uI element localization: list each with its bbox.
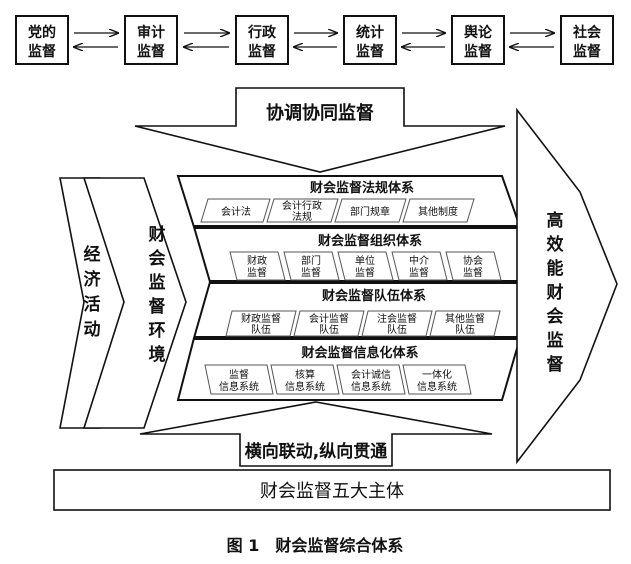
org-item-2-line2: 监督 [301,266,321,279]
org-item-1-line1: 财政 [247,254,267,267]
systems-chevron-block: 财会监督法规体系 财会监督组织体系 财会监督队伍体系 财会监督信息化体系 [176,175,540,401]
law-item-1: 会计法 [221,205,251,218]
org-item-4-line2: 监督 [409,266,429,279]
environment-char-3: 监 [149,272,166,293]
system-3-items [225,310,501,337]
law-item-3: 部门规章 [350,205,390,218]
law-item-4: 其他制度 [418,205,458,218]
team-item-1-line2: 队伍 [251,323,271,336]
system-1-items [200,198,475,223]
high-efficiency-supervision-arrow: 高 效 能 财 会 监 督 [516,107,618,465]
coordination-arrow-label: 协调协同监督 [266,102,374,124]
system-1-title: 财会监督法规体系 [310,180,414,196]
team-item-4-line1: 其他监督 [445,312,485,325]
supervision-box-social-line1: 社会 [572,24,602,41]
figure-caption: 图 1 财会监督综合体系 [227,536,404,555]
result-char-7: 督 [547,354,564,375]
supervision-box-audit: 审计 监督 [124,15,178,65]
org-item-5-line1: 协会 [463,254,483,267]
team-item-1-line1: 财政监督 [241,312,281,325]
environment-char-2: 会 [149,248,166,269]
environment-char-4: 督 [149,296,166,317]
info-item-1-line1: 监督 [229,368,249,381]
org-item-2-line1: 部门 [301,254,321,267]
economic-char-1: 经 [84,244,101,265]
team-item-2-line1: 会计监督 [309,312,349,325]
top-row-double-arrows [74,33,554,47]
result-char-1: 高 [547,210,564,231]
supervision-box-audit-line1: 审计 [137,24,165,41]
team-item-3-line1: 注会监督 [377,312,417,325]
five-subjects-label: 财会监督五大主体 [260,481,404,502]
system-4-items [204,364,472,395]
environment-char-1: 财 [148,224,166,245]
supervision-box-audit-line2: 监督 [137,43,165,60]
supervision-bodies-row: 党的 监督 审计 监督 行政 监督 统计 监督 舆论 监督 社会 监督 [15,15,614,65]
five-subjects-box: 财会监督五大主体 [53,469,611,511]
supervision-box-party: 党的 监督 [15,15,69,65]
info-item-4-line1: 一体化 [422,368,452,381]
result-char-4: 财 [546,282,564,303]
system-3-title: 财会监督队伍体系 [322,288,426,304]
supervision-box-administrative-line2: 监督 [248,43,276,60]
result-char-5: 会 [547,306,564,327]
supervision-box-social-line2: 监督 [573,43,601,60]
info-item-4-line2: 信息系统 [417,380,457,393]
law-item-2-line2: 法规 [292,210,312,223]
supervision-box-public-opinion-line1: 舆论 [464,24,493,41]
economic-char-3: 活 [84,294,101,315]
org-item-3-line2: 监督 [355,266,375,279]
economic-char-4: 动 [84,320,101,340]
supervision-box-public-opinion-line2: 监督 [464,43,492,60]
org-item-1-line2: 监督 [247,266,267,279]
result-char-2: 效 [547,234,564,255]
team-item-3-line2: 队伍 [387,323,407,336]
supervision-box-party-line1: 党的 [28,24,56,41]
system-2-title: 财会监督组织体系 [318,233,422,249]
system-2-items [229,251,502,281]
supervision-environment-arrow: 财 会 监 督 环 境 [82,177,187,429]
supervision-box-statistics-line1: 统计 [356,24,384,41]
supervision-box-administrative: 行政 监督 [235,15,289,65]
supervision-box-social: 社会 监督 [560,15,614,65]
org-item-3-line1: 单位 [355,254,375,267]
team-item-4-line2: 队伍 [455,323,475,336]
system-4-title: 财会监督信息化体系 [301,345,418,361]
info-item-3-line1: 会计诚信 [351,368,391,381]
info-item-2-line1: 核算 [295,368,315,381]
org-item-4-line1: 中介 [409,254,429,267]
org-item-5-line2: 监督 [463,266,483,279]
info-item-2-line2: 信息系统 [285,380,325,393]
result-char-3: 能 [547,258,564,279]
supervision-box-statistics: 统计 监督 [343,15,397,65]
supervision-box-public-opinion: 舆论 监督 [451,15,505,65]
supervision-box-party-line2: 监督 [28,43,56,60]
law-item-2-line1: 会计行政 [282,199,322,212]
result-char-6: 监 [547,330,564,351]
environment-char-5: 环 [149,321,166,341]
linkage-arrow-label: 横向联动,纵向贯通 [245,441,387,462]
economic-char-2: 济 [84,269,102,290]
team-item-2-line2: 队伍 [319,323,339,336]
environment-char-6: 境 [149,344,166,365]
info-item-1-line2: 信息系统 [219,380,259,393]
info-item-3-line2: 信息系统 [351,380,391,393]
coordination-down-arrow: 协调协同监督 [134,87,506,173]
linkage-up-arrow: 横向联动,纵向贯通 [139,401,493,467]
supervision-box-administrative-line1: 行政 [247,24,277,41]
supervision-box-statistics-line2: 监督 [356,43,384,60]
